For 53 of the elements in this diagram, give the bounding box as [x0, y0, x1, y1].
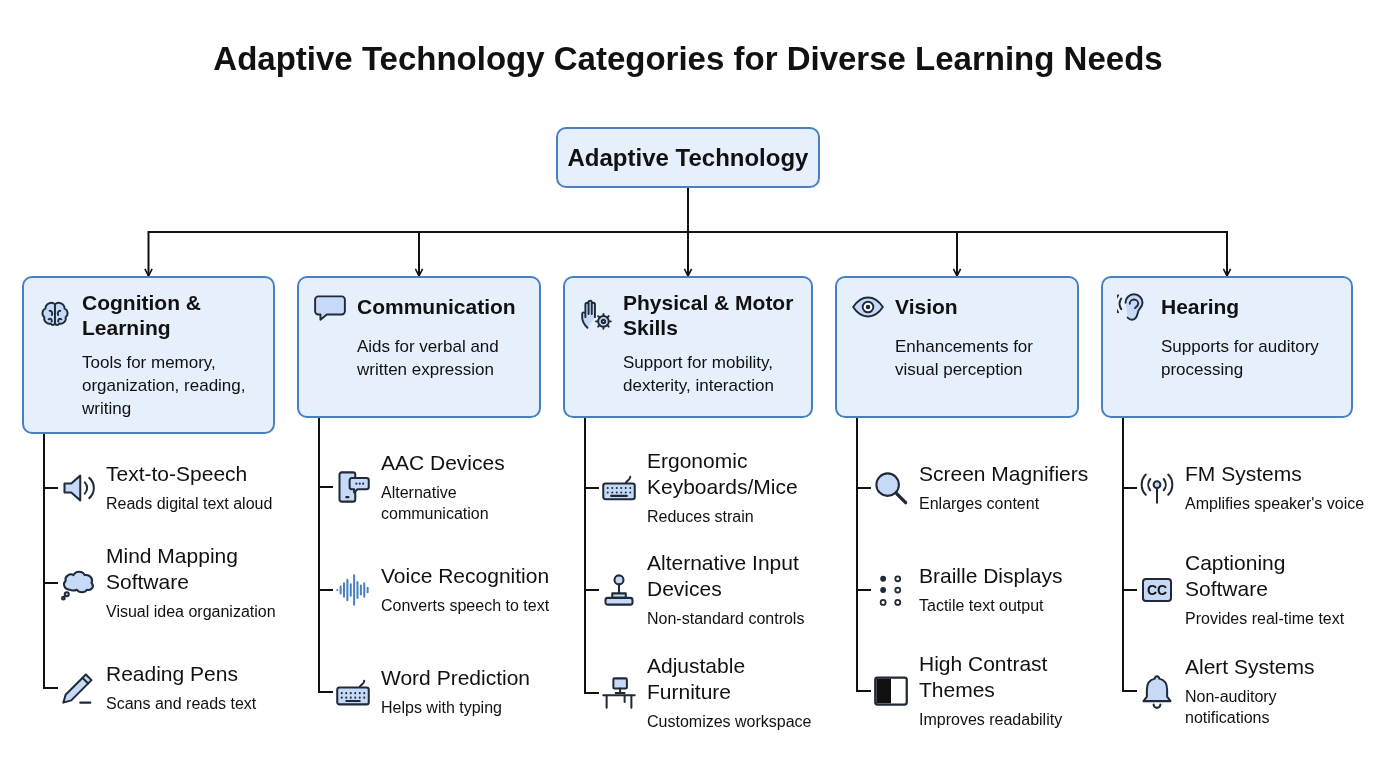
- item-heading: Alternative Input Devices: [647, 550, 800, 601]
- item-description: Non-auditory notifications: [1185, 686, 1278, 728]
- item-heading: FM Systems: [1185, 461, 1303, 487]
- item-description: Reads digital text aloud: [106, 494, 274, 515]
- connector-line: [584, 417, 600, 694]
- item-heading: Word Prediction: [381, 665, 531, 691]
- connector-line: [856, 417, 872, 692]
- item-heading: Braille Displays: [919, 563, 1064, 589]
- item-description: Helps with typing: [381, 698, 503, 719]
- item-description: Amplifies speaker's voice: [1185, 494, 1365, 515]
- root-box: Adaptive Technology: [556, 127, 820, 188]
- category-box: [297, 276, 541, 418]
- category-heading: Cognition & Learning: [82, 290, 202, 341]
- item-heading: Voice Recognition: [381, 563, 551, 589]
- item-heading: Adjustable Furniture: [647, 653, 747, 704]
- item-description: Provides real-time text: [1185, 608, 1346, 629]
- item-description: Enlarges content: [919, 494, 1041, 515]
- item-heading: Mind Mapping Software: [106, 543, 239, 594]
- item-heading: Text-to-Speech: [106, 461, 249, 487]
- item-description: Alternative communication: [381, 482, 490, 524]
- category-description: Aids for verbal and written expression: [356, 336, 500, 381]
- item-description: Visual idea organization: [106, 601, 277, 622]
- connector-line: [1122, 417, 1138, 692]
- diagram-title: Adaptive Technology Categories for Diverse Learning Needs: [212, 40, 1164, 78]
- item-heading: Reading Pens: [106, 661, 239, 687]
- item-description: Reduces strain: [647, 506, 755, 527]
- item-description: Improves readability: [919, 709, 1064, 730]
- category-box: [1101, 276, 1353, 418]
- category-heading: Physical & Motor Skills: [623, 290, 795, 341]
- item-heading: High Contrast Themes: [919, 651, 1049, 702]
- category-box: [22, 276, 275, 434]
- item-description: Customizes workspace: [647, 711, 813, 732]
- category-description: Support for mobility, dexterity, interaction: [622, 352, 775, 398]
- category-description: Tools for memory, organization, reading, writing: [81, 352, 247, 421]
- category-box: [835, 276, 1079, 418]
- item-heading: Alert Systems: [1185, 653, 1316, 679]
- connector-line: [318, 417, 334, 693]
- category-heading: Hearing: [1161, 294, 1240, 320]
- category-description: Supports for auditory processing: [1160, 336, 1320, 381]
- item-heading: Screen Magnifiers: [919, 461, 1090, 487]
- category-heading: Communication: [357, 294, 516, 320]
- item-heading: Captioning Software: [1185, 550, 1287, 601]
- item-description: Tactile text output: [919, 596, 1045, 617]
- item-heading: Ergonomic Keyboards/Mice: [647, 448, 799, 499]
- category-heading: Vision: [895, 294, 958, 320]
- item-description: Converts speech to text: [381, 596, 551, 617]
- item-heading: AAC Devices: [381, 449, 506, 475]
- closed-caption-icon: CC: [1142, 578, 1172, 602]
- category-description: Enhancements for visual perception: [894, 336, 1034, 381]
- category-box: [563, 276, 813, 418]
- connector-line: [43, 433, 59, 689]
- item-description: Non-standard controls: [647, 608, 806, 629]
- item-description: Scans and reads text: [106, 694, 258, 715]
